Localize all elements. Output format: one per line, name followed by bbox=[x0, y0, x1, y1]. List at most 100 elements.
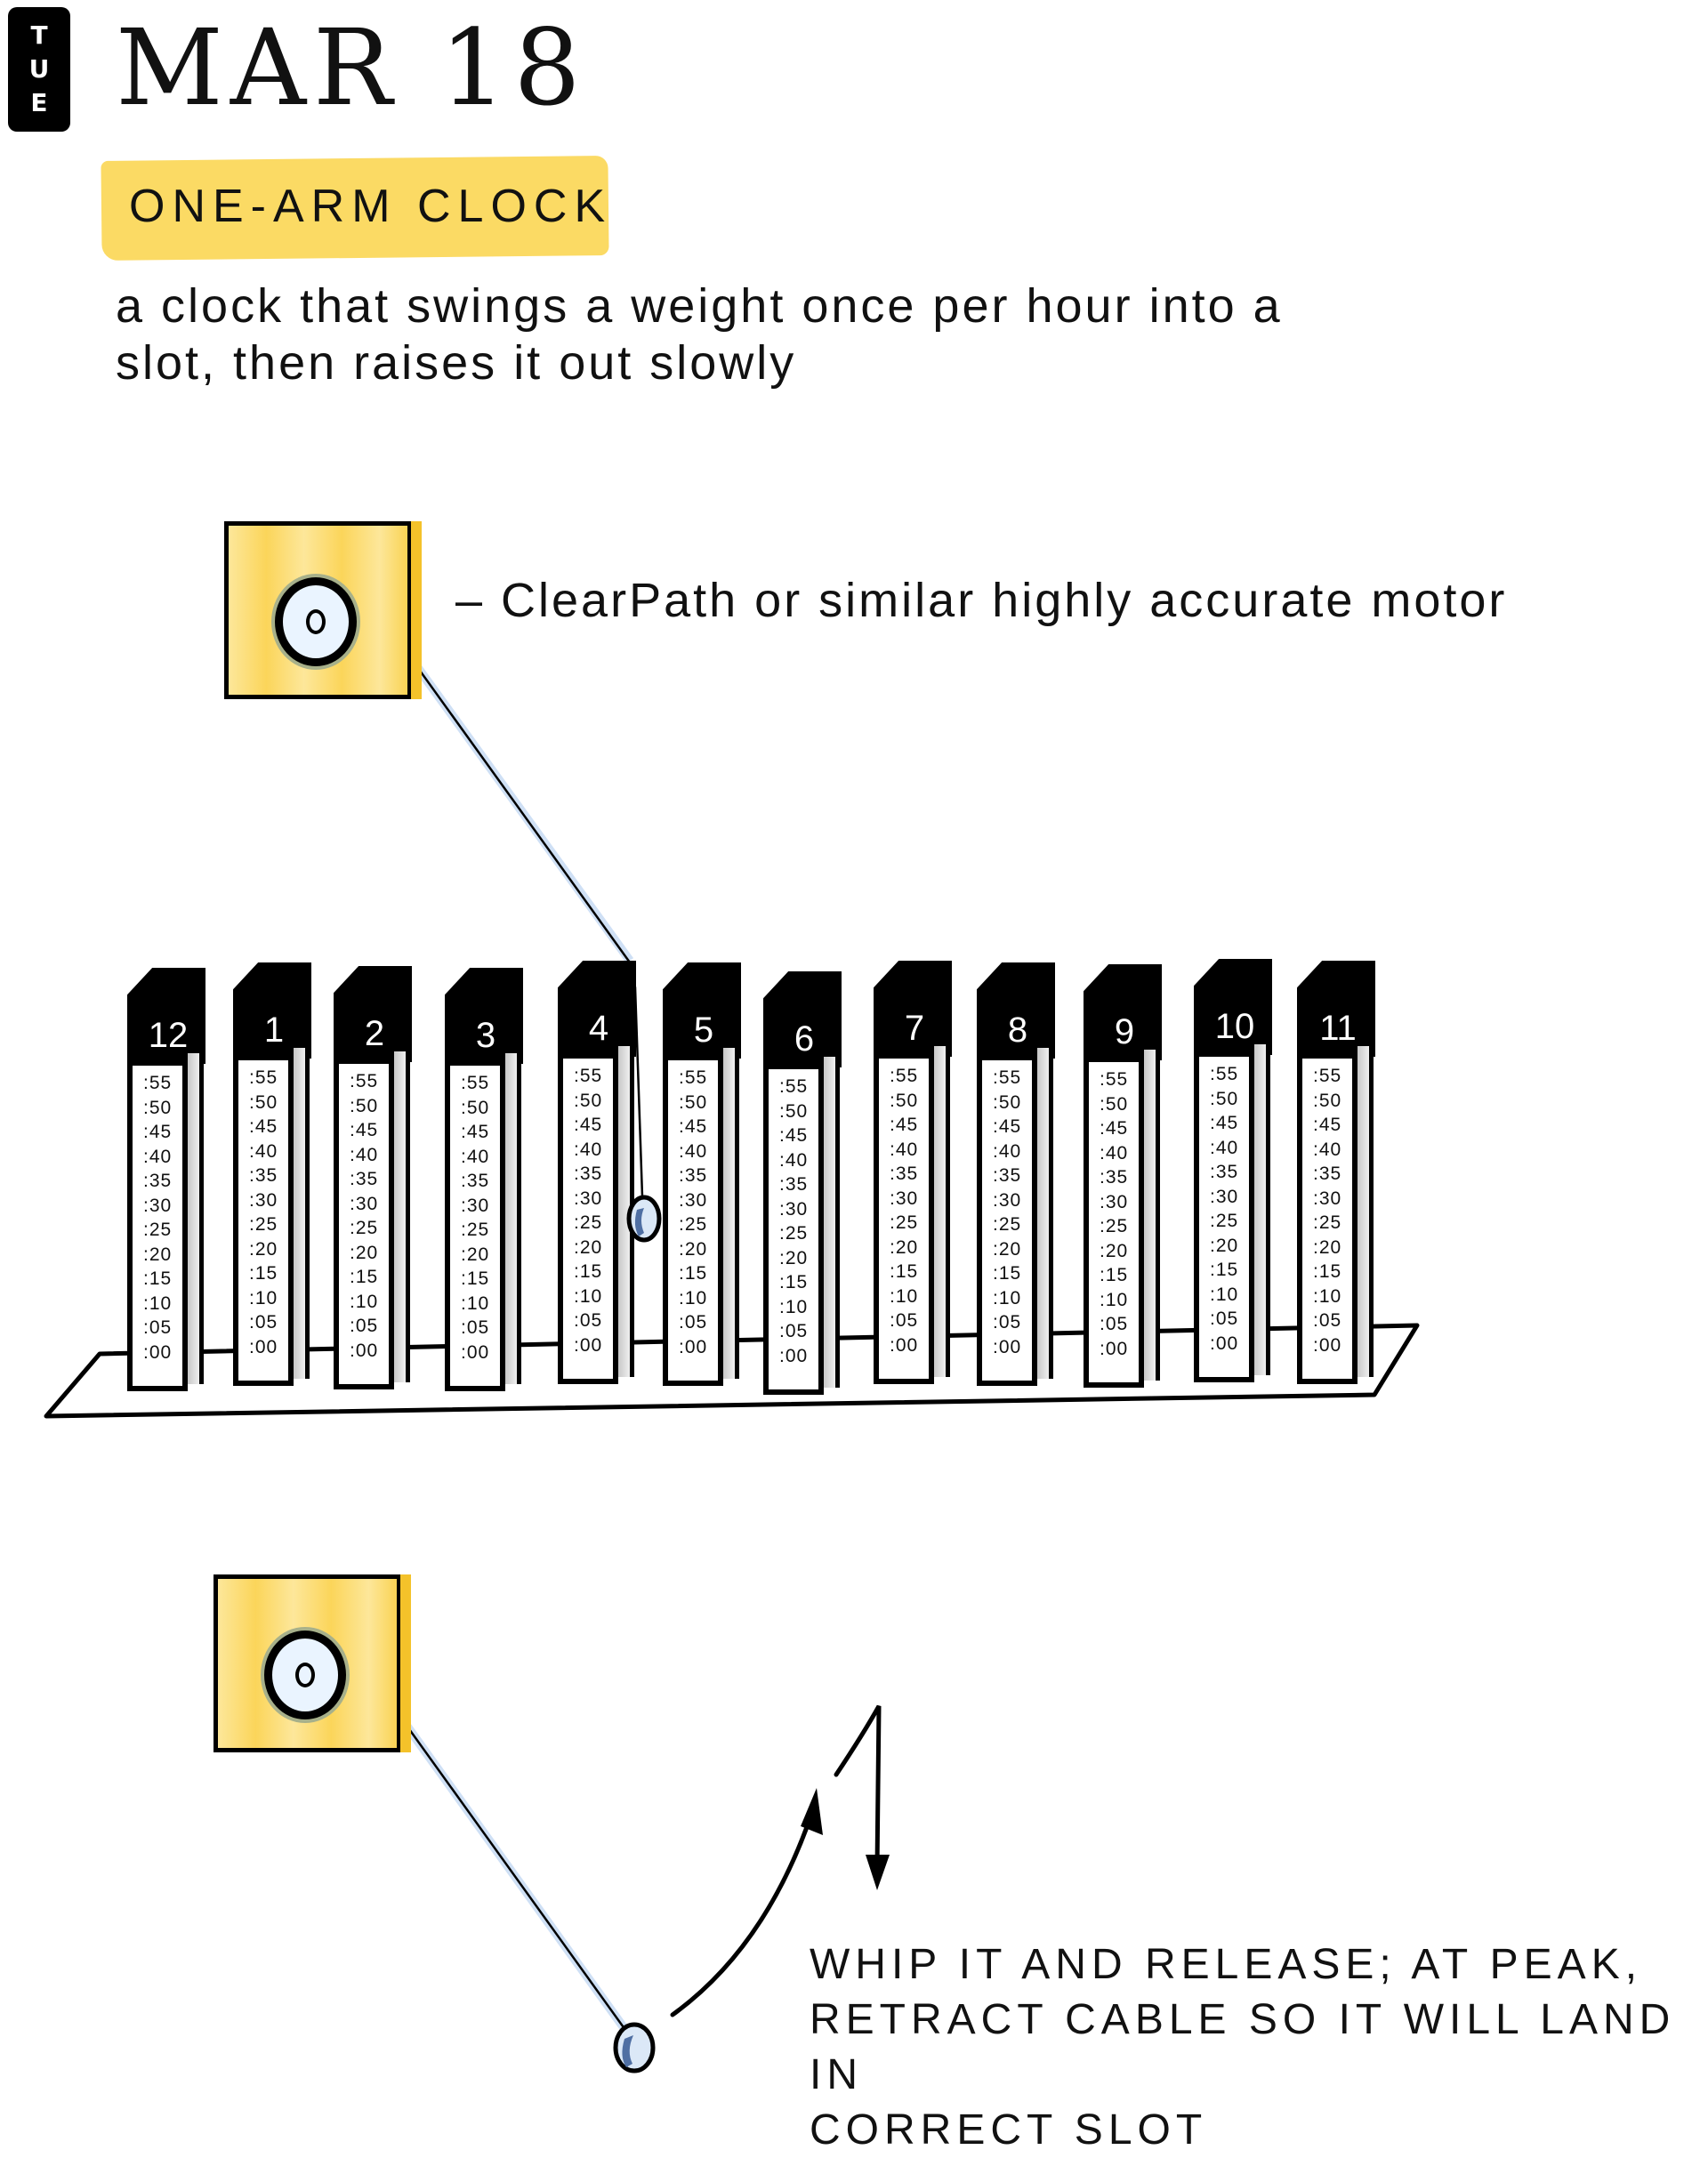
minute-mark: :10 bbox=[1100, 1289, 1129, 1310]
minute-mark: :25 bbox=[993, 1214, 1022, 1235]
minute-mark: :35 bbox=[779, 1174, 809, 1195]
hour-cap: 5 bbox=[663, 962, 741, 1059]
minute-mark: :15 bbox=[993, 1263, 1022, 1284]
motor-spool-icon bbox=[275, 577, 357, 666]
minute-scale: :55:50:45:40:35:30:25:20:15:10:05:00 bbox=[445, 1060, 505, 1391]
minute-mark: :40 bbox=[890, 1139, 919, 1160]
minute-mark: :10 bbox=[574, 1285, 603, 1307]
day-letter: T bbox=[30, 20, 48, 50]
minute-scale: :55:50:45:40:35:30:25:20:15:10:05:00 bbox=[334, 1059, 394, 1389]
motor-side bbox=[397, 1574, 411, 1752]
minute-mark: :30 bbox=[350, 1193, 379, 1214]
minute-mark: :50 bbox=[1210, 1088, 1239, 1109]
minute-mark: :25 bbox=[890, 1212, 919, 1233]
minute-mark: :20 bbox=[890, 1236, 919, 1258]
hour-label: 9 bbox=[1114, 1012, 1135, 1051]
slot-side bbox=[394, 1051, 410, 1382]
minute-mark: :20 bbox=[1313, 1236, 1342, 1258]
minute-mark: :30 bbox=[1313, 1188, 1342, 1209]
minute-mark: :55 bbox=[1313, 1066, 1342, 1086]
minute-mark: :50 bbox=[1100, 1093, 1129, 1115]
minute-mark: :30 bbox=[574, 1188, 603, 1209]
minute-mark: :30 bbox=[461, 1195, 490, 1216]
minute-mark: :45 bbox=[1313, 1115, 1342, 1135]
motor-hub bbox=[295, 1663, 315, 1687]
hour-cap: 10 bbox=[1194, 959, 1272, 1055]
minute-mark: :55 bbox=[1210, 1064, 1239, 1084]
minute-mark: :00 bbox=[993, 1336, 1022, 1357]
minute-mark: :40 bbox=[1313, 1139, 1342, 1160]
minute-scale: :55:50:45:40:35:30:25:20:15:10:05:00 bbox=[663, 1055, 723, 1386]
minute-mark: :25 bbox=[1100, 1216, 1129, 1236]
minute-mark: :30 bbox=[993, 1189, 1022, 1211]
minute-mark: :05 bbox=[779, 1321, 809, 1341]
minute-mark: :25 bbox=[249, 1214, 278, 1235]
slot-side bbox=[618, 1046, 634, 1377]
description-line: a clock that swings a weight once per ho… bbox=[116, 279, 1283, 333]
minute-mark: :05 bbox=[1210, 1308, 1239, 1329]
minute-mark: :40 bbox=[350, 1144, 379, 1165]
note-line: WHIP IT AND RELEASE; AT PEAK, bbox=[810, 1941, 1643, 1988]
minute-scale: :55:50:45:40:35:30:25:20:15:10:05:00 bbox=[763, 1064, 824, 1395]
minute-mark: :55 bbox=[461, 1073, 490, 1093]
cable-line bbox=[399, 1716, 627, 2031]
note-line: CORRECT SLOT bbox=[810, 2106, 1208, 2154]
minute-mark: :55 bbox=[679, 1067, 708, 1088]
minute-mark: :35 bbox=[890, 1164, 919, 1184]
minute-mark: :40 bbox=[249, 1140, 278, 1162]
minute-mark: :05 bbox=[574, 1310, 603, 1331]
minute-mark: :20 bbox=[574, 1236, 603, 1258]
hour-label: 7 bbox=[904, 1009, 925, 1048]
motor-box bbox=[214, 1574, 411, 1752]
arrow-head-icon bbox=[801, 1788, 823, 1835]
motor-box bbox=[224, 521, 422, 699]
slot-side bbox=[188, 1053, 204, 1384]
minute-mark: :00 bbox=[249, 1336, 278, 1357]
slot-side bbox=[934, 1046, 950, 1377]
minute-mark: :20 bbox=[143, 1244, 173, 1265]
minute-mark: :00 bbox=[1100, 1338, 1129, 1359]
minute-mark: :55 bbox=[249, 1067, 278, 1088]
minute-mark: :50 bbox=[574, 1090, 603, 1111]
swing-arrow bbox=[670, 1812, 814, 2017]
minute-mark: :05 bbox=[993, 1312, 1022, 1333]
minute-mark: :35 bbox=[461, 1171, 490, 1191]
minute-mark: :15 bbox=[143, 1268, 173, 1289]
minute-mark: :05 bbox=[890, 1310, 919, 1331]
minute-mark: :55 bbox=[890, 1066, 919, 1086]
minute-mark: :10 bbox=[679, 1287, 708, 1308]
minute-mark: :50 bbox=[779, 1100, 809, 1122]
minute-mark: :05 bbox=[1313, 1310, 1342, 1331]
minute-scale: :55:50:45:40:35:30:25:20:15:10:05:00 bbox=[1194, 1051, 1254, 1382]
minute-mark: :00 bbox=[679, 1336, 708, 1357]
minute-mark: :15 bbox=[350, 1267, 379, 1287]
minute-mark: :15 bbox=[679, 1263, 708, 1284]
minute-mark: :55 bbox=[143, 1073, 173, 1093]
minute-mark: :20 bbox=[350, 1242, 379, 1263]
minute-mark: :40 bbox=[574, 1139, 603, 1160]
minute-mark: :30 bbox=[143, 1195, 173, 1216]
minute-scale: :55:50:45:40:35:30:25:20:15:10:05:00 bbox=[558, 1053, 618, 1384]
retract-arrow bbox=[834, 1704, 882, 1871]
minute-mark: :05 bbox=[1100, 1314, 1129, 1334]
minute-mark: :00 bbox=[890, 1334, 919, 1356]
minute-mark: :10 bbox=[779, 1296, 809, 1317]
minute-mark: :55 bbox=[779, 1076, 809, 1097]
minute-mark: :10 bbox=[993, 1287, 1022, 1308]
minute-mark: :35 bbox=[1100, 1167, 1129, 1188]
minute-mark: :45 bbox=[993, 1116, 1022, 1137]
motor-side bbox=[407, 521, 422, 699]
minute-mark: :50 bbox=[1313, 1090, 1342, 1111]
minute-scale: :55:50:45:40:35:30:25:20:15:10:05:00 bbox=[127, 1060, 188, 1391]
minute-mark: :25 bbox=[679, 1214, 708, 1235]
minute-mark: :40 bbox=[1100, 1142, 1129, 1164]
minute-mark: :10 bbox=[1313, 1285, 1342, 1307]
hour-label: 4 bbox=[588, 1009, 609, 1048]
motor-hub bbox=[306, 609, 326, 634]
minute-mark: :45 bbox=[1210, 1113, 1239, 1133]
hour-label: 2 bbox=[364, 1014, 385, 1053]
minute-scale: :55:50:45:40:35:30:25:20:15:10:05:00 bbox=[874, 1053, 934, 1384]
minute-mark: :50 bbox=[993, 1091, 1022, 1113]
hour-cap: 11 bbox=[1297, 961, 1375, 1057]
hour-cap: 3 bbox=[445, 968, 523, 1064]
